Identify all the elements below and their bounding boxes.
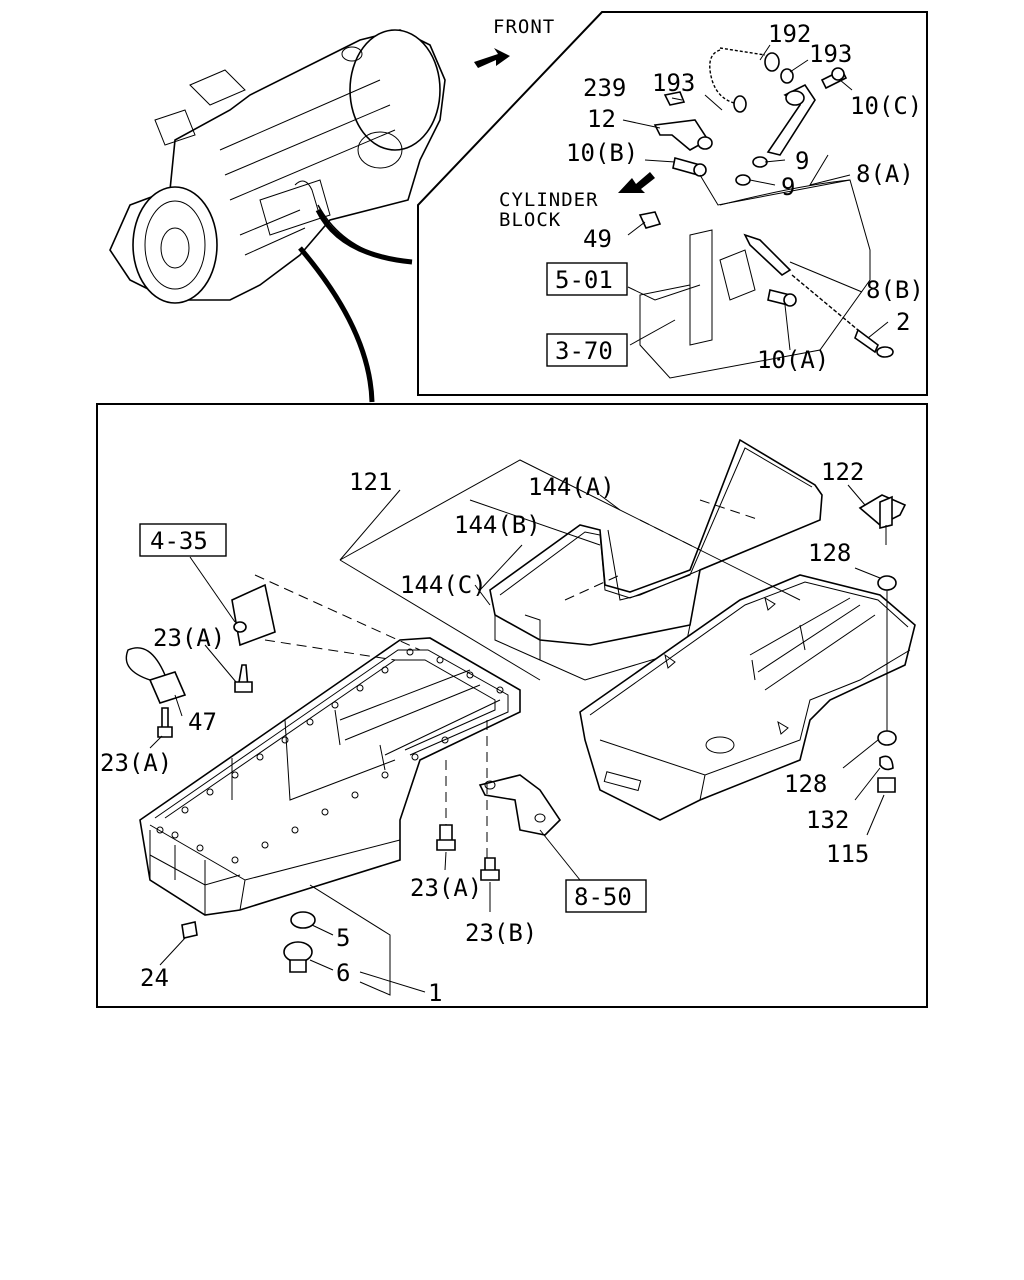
callout-23a-bottom: 23(A) xyxy=(410,874,482,902)
callout-23b: 23(B) xyxy=(465,919,537,947)
leader-curve-upper xyxy=(315,208,413,265)
bracket-122 xyxy=(858,494,907,545)
front-arrow-icon xyxy=(474,48,510,68)
callout-193-left: 193 xyxy=(652,69,695,97)
ref-4-35: 4-35 xyxy=(150,527,208,555)
callout-8a: 8(A) xyxy=(856,160,914,188)
callout-23a-left: 23(A) xyxy=(100,749,172,777)
ref-3-70: 3-70 xyxy=(555,337,613,365)
ref-box-5-01 xyxy=(546,262,628,296)
ref-box-3-70 xyxy=(546,333,628,367)
callout-144b: 144(B) xyxy=(454,511,541,539)
leader-curve-lower xyxy=(298,246,375,403)
callout-10a: 10(A) xyxy=(757,346,829,374)
callout-10c: 10(C) xyxy=(850,92,922,120)
ref-8-50: 8-50 xyxy=(574,883,632,911)
callout-121: 121 xyxy=(349,468,392,496)
ref-box-8-50 xyxy=(565,879,647,913)
fastener-stack xyxy=(877,575,897,793)
front-label: FRONT xyxy=(493,16,555,38)
callout-239: 239 xyxy=(583,74,626,102)
oil-level-gauge-assembly xyxy=(638,47,894,379)
left-hardware xyxy=(125,583,562,973)
callout-9-lower: 9 xyxy=(781,173,795,201)
callout-144c: 144(C) xyxy=(400,571,487,599)
callout-10b: 10(B) xyxy=(566,139,638,167)
callout-9-upper: 9 xyxy=(795,147,809,175)
cylinder-block-arrow-icon xyxy=(618,172,655,193)
cylinder-label-line2: BLOCK xyxy=(499,209,561,231)
callout-24: 24 xyxy=(140,964,169,992)
gasket-lines xyxy=(254,459,801,681)
callout-6: 6 xyxy=(336,959,350,987)
ref-5-01: 5-01 xyxy=(555,266,613,294)
detail-frame-lower xyxy=(96,403,928,1008)
oil-pan-left xyxy=(139,637,521,916)
callout-23a-top: 23(A) xyxy=(153,624,225,652)
callout-144a: 144(A) xyxy=(528,473,615,501)
callout-49: 49 xyxy=(583,225,612,253)
callout-2: 2 xyxy=(896,308,910,336)
callout-115: 115 xyxy=(826,840,869,868)
callout-122: 122 xyxy=(821,458,864,486)
callout-128-lower: 128 xyxy=(784,770,827,798)
callout-193-right: 193 xyxy=(809,40,852,68)
callout-192: 192 xyxy=(768,20,811,48)
callout-128-upper: 128 xyxy=(808,539,851,567)
detail-frame-upper xyxy=(417,11,928,396)
callout-8b: 8(B) xyxy=(866,276,924,304)
callout-12: 12 xyxy=(587,105,616,133)
callout-47: 47 xyxy=(188,708,217,736)
upper-leaders xyxy=(622,44,889,351)
lower-leaders xyxy=(149,484,885,996)
oil-pan-right xyxy=(579,574,916,821)
callout-1: 1 xyxy=(428,979,442,1007)
callout-5: 5 xyxy=(336,924,350,952)
ref-box-4-35 xyxy=(139,523,227,557)
callout-132: 132 xyxy=(806,806,849,834)
cylinder-label-line1: CYLINDER xyxy=(499,189,599,211)
